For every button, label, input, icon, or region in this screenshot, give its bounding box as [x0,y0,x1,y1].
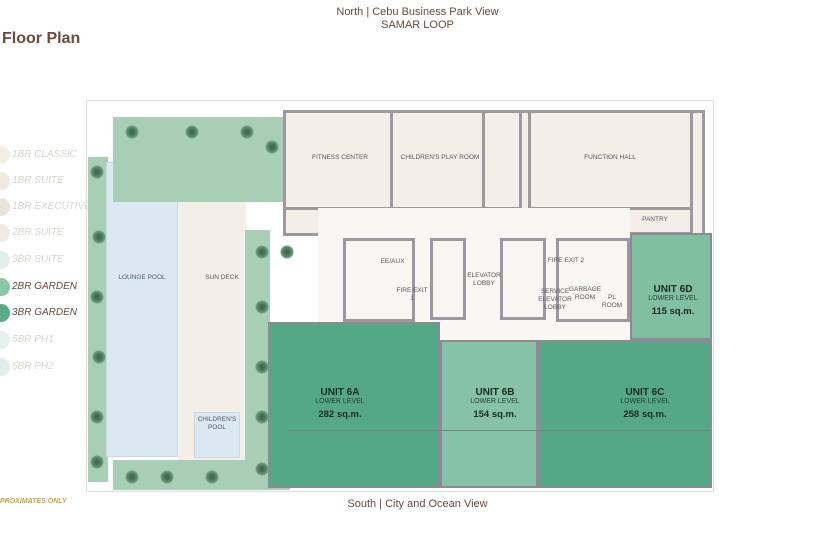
tree-icon [92,350,106,364]
unit-area: 282 sq.m. [318,409,362,420]
legend-label: 1BR SUITE [12,175,64,186]
tree-icon [92,230,106,244]
legend-item[interactable]: 5BR PH1 [0,331,90,351]
restrooms [482,110,522,210]
tree-icon [255,410,269,424]
childrens-pool [194,412,240,458]
unit-6d-label: UNIT 6D LOWER LEVEL 115 sq.m. [640,284,706,317]
legend-swatch [0,331,10,349]
unit-level: LOWER LEVEL [648,295,698,302]
tree-icon [185,125,199,139]
legend-swatch [0,224,10,242]
pantry-label: PANTRY [642,216,668,223]
legend-label: 2BR SUITE [12,227,64,238]
unit-level: LOWER LEVEL [470,398,520,405]
tree-icon [90,455,104,469]
unit-6d[interactable] [630,233,712,340]
function-hall-label: FUNCTION HALL [584,154,636,161]
legend-item[interactable]: 2BR SUITE [0,224,90,244]
side-garden [245,230,270,460]
fire-exit-1-label: FIRE EXIT 1 [396,287,428,302]
legend-swatch [0,304,10,322]
tree-icon [125,125,139,139]
fire-exit-2-label: FIRE EXIT 2 [547,257,585,264]
legend-swatch [0,251,10,269]
tree-icon [205,470,219,484]
unit-name: UNIT 6C [625,387,665,398]
unit-6a[interactable] [268,322,440,488]
unit-6c-label: UNIT 6C LOWER LEVEL 258 sq.m. [595,387,695,420]
tree-icon [280,245,294,259]
unit-area: 258 sq.m. [623,409,667,420]
childrens-pool-label: CHILDREN'S POOL [197,416,237,431]
unit-6b-label: UNIT 6B LOWER LEVEL 154 sq.m. [445,387,545,420]
sun-deck-label: SUN DECK [205,274,239,281]
tree-icon [90,165,104,179]
disclaimer-note: PROXIMATES ONLY [0,498,67,505]
left-core [343,238,415,322]
legend-item[interactable]: 5BR PH2 [0,358,90,378]
tree-icon [255,300,269,314]
elevator-lobby-label: ELEVATOR LOBBY [467,272,501,287]
tree-icon [90,290,104,304]
unit-6c[interactable] [538,340,712,488]
lounge-pool [106,162,178,457]
legend-swatch [0,172,10,190]
unit-name: UNIT 6B [475,387,515,398]
garbage-room-label: GARBAGE ROOM [568,286,602,301]
tree-icon [255,462,269,476]
legend-label: 5BR PH2 [12,361,54,372]
lounge-pool-label: LOUNGE POOL [118,274,166,281]
unit-6a-label: UNIT 6A LOWER LEVEL 282 sq.m. [290,387,390,420]
left-garden [88,157,108,482]
unit-level: LOWER LEVEL [315,398,365,405]
legend-swatch [0,278,10,296]
legend-swatch [0,146,10,164]
tree-icon [265,140,279,154]
right-core [556,238,630,322]
legend-item[interactable]: 1BR EXECUTIVE [0,198,91,218]
legend-item[interactable]: 1BR SUITE [0,172,90,192]
unit-level: LOWER LEVEL [620,398,670,405]
legend-label: 2BR GARDEN [12,281,78,292]
legend-label: 3BR SUITE [12,254,64,265]
legend-swatch [0,358,10,376]
legend-swatch [0,198,10,216]
tree-icon [240,125,254,139]
tree-icon [90,410,104,424]
legend-item[interactable]: 3BR GARDEN [0,304,90,324]
floor-plan [86,100,714,492]
tree-icon [160,470,174,484]
tree-icon [255,245,269,259]
elevator-left [430,238,466,320]
ee-aux-label: EE/AUX [380,258,405,265]
legend-item[interactable]: 2BR GARDEN [0,278,90,298]
legend-label: 1BR EXECUTIVE [12,201,91,212]
legend-label: 1BR CLASSIC [12,149,78,160]
tree-icon [125,470,139,484]
legend-item[interactable]: 1BR CLASSIC [0,146,90,166]
legend-label: 5BR PH1 [12,334,54,345]
elevator-right [500,238,546,320]
service-elevator-lobby-label: SERVICE ELEVATOR LOBBY [538,288,572,311]
south-label: South | City and Ocean View [347,498,488,510]
pl-room-label: PL ROOM [601,294,623,309]
balcony-line [288,430,710,431]
fitness-center-label: FITNESS CENTER [312,154,368,161]
road-label: SAMAR LOOP [381,19,454,31]
north-label: North | Cebu Business Park View [336,6,499,18]
legend-label: 3BR GARDEN [12,307,78,318]
unit-area: 154 sq.m. [473,409,517,420]
play-room-label: CHILDREN'S PLAY ROOM [400,154,480,161]
unit-name: UNIT 6A [320,387,360,398]
page-title: Floor Plan [2,30,81,47]
unit-area: 115 sq.m. [651,306,695,317]
unit-name: UNIT 6D [653,284,693,295]
unit-6b[interactable] [440,340,538,488]
tree-icon [255,360,269,374]
legend-item[interactable]: 3BR SUITE [0,251,90,271]
